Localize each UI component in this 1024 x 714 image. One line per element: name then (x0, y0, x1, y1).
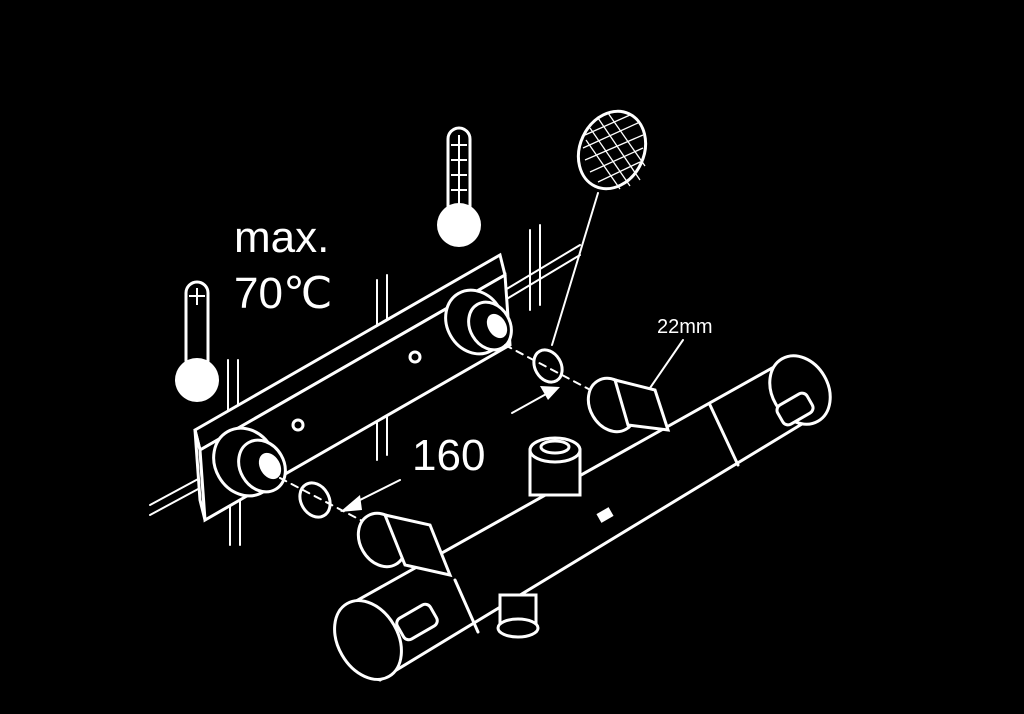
temperature-label: 70℃ (234, 269, 332, 318)
left-eccentric-nut (212, 426, 287, 498)
bottom-outlet (496, 593, 540, 639)
thermometer-hot-icon (437, 126, 481, 247)
right-eccentric-nut (444, 288, 513, 356)
thermometer-cold-icon (175, 280, 219, 402)
assembly-guides (279, 344, 601, 526)
nut-size-label: 22mm (657, 316, 713, 338)
thermostat-mixer-body (333, 354, 832, 682)
distance-label: 160 (412, 431, 485, 480)
strainer-left (298, 481, 332, 519)
right-union-connector (586, 339, 684, 434)
strainer-right (532, 348, 564, 384)
top-outlet (528, 436, 582, 497)
left-union-connector (356, 511, 453, 578)
strainer-filter-icon (551, 109, 648, 346)
max-label: max. (234, 213, 329, 262)
